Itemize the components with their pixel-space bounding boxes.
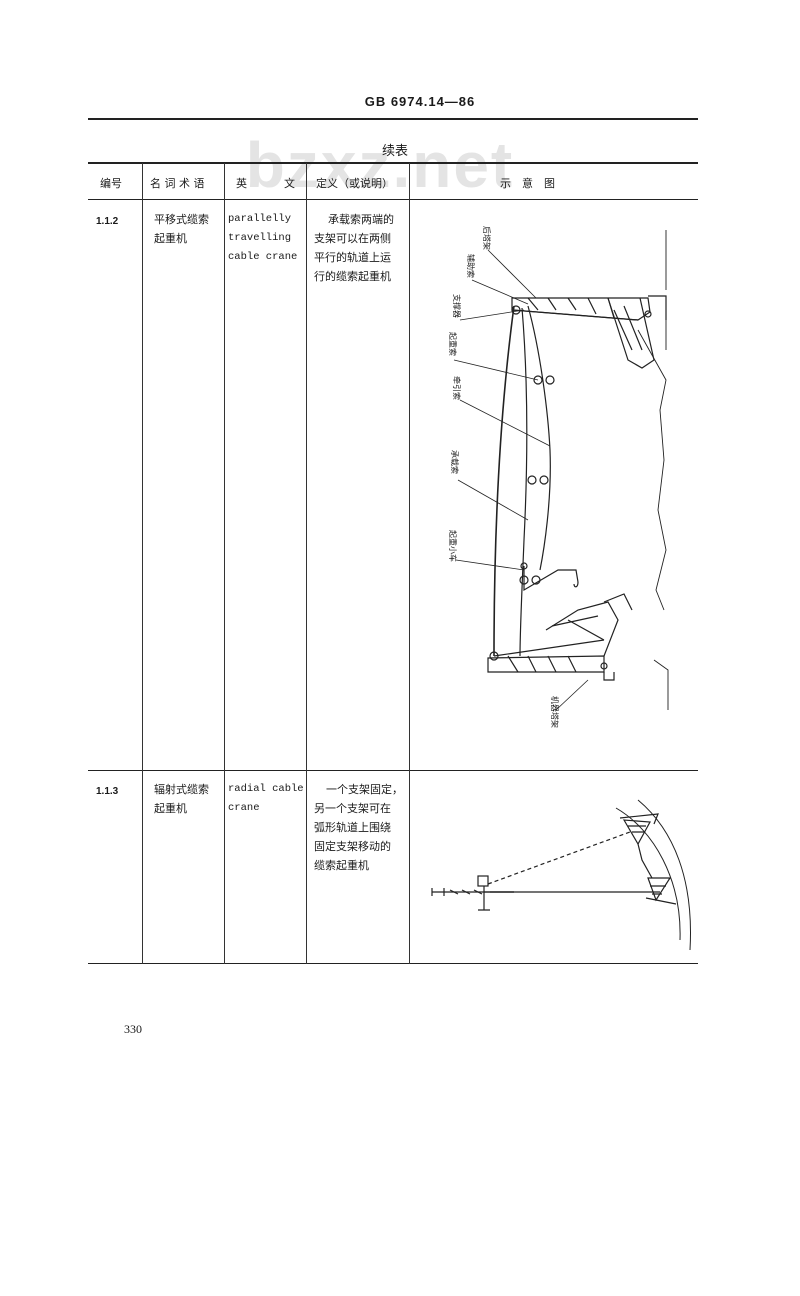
row-1-definition-line: 支架可以在两侧	[314, 232, 391, 245]
row-2-definition-line: 一个支架固定，	[326, 783, 403, 796]
row-2-definition-line: 另一个支架可在	[314, 802, 391, 815]
row-1-english-line: travelling	[228, 232, 292, 244]
row-2-term-line: 辐射式缆索	[154, 783, 209, 796]
radial-cable-crane-diagram	[431, 799, 691, 951]
label-trolley: 起重小车	[448, 530, 458, 562]
parallel-cable-crane-diagram: 后塔架 辅助索 支撑器 起重索 牵引索 承载索 起重小车 机器塔架	[448, 226, 669, 728]
row-2-definition-line: 固定支架移动的	[314, 840, 391, 853]
header-bottom-rule	[88, 199, 698, 200]
header-number: 编号	[100, 177, 122, 190]
label-carrier: 支撑器	[452, 294, 462, 318]
column-divider	[306, 163, 307, 964]
row-2-definition-line: 弧形轨道上围绕	[314, 821, 391, 834]
header-english-a: 英	[236, 177, 247, 190]
row-2-term-line: 起重机	[154, 802, 187, 815]
row-2-definition: 一个支架固定， 另一个支架可在 弧形轨道上围绕 固定支架移动的 缆索起重机	[314, 780, 408, 875]
label-aux-cable: 辅助索	[466, 254, 476, 278]
row-1-definition-line: 平行的轨道上运	[314, 251, 391, 264]
row-1-term: 平移式缆索 起重机	[154, 210, 209, 248]
continued-table-title: 续表	[381, 144, 408, 159]
watermark: bzxz.net	[245, 129, 515, 201]
top-rule	[88, 118, 698, 120]
table-top-rule	[88, 162, 698, 164]
header-definition: 定义（或说明）	[316, 177, 393, 190]
label-rear-tower: 后塔架	[482, 226, 492, 250]
page-number: 330	[124, 1022, 142, 1036]
column-divider	[224, 163, 225, 964]
row-2-english: radial cable crane	[228, 780, 304, 818]
column-divider	[409, 163, 410, 964]
label-hoist-cable: 起重索	[448, 332, 458, 356]
header-diagram: 示 意 图	[500, 177, 555, 190]
row-1-english-line: cable crane	[228, 251, 298, 263]
row-1-definition-line: 承载索两端的	[328, 213, 394, 226]
row-1-english: parallelly travelling cable crane	[228, 210, 297, 267]
row-1-term-line: 平移式缆索	[154, 213, 209, 226]
column-divider	[142, 163, 143, 964]
row-2-definition-line: 缆索起重机	[314, 859, 369, 872]
row-divider	[88, 770, 698, 771]
row-2-term: 辐射式缆索 起重机	[154, 780, 209, 818]
label-head-tower: 机器塔架	[550, 696, 560, 728]
label-track-cable: 承载索	[450, 450, 460, 474]
row-2-english-line: crane	[228, 802, 260, 814]
standard-code: GB 6974.14—86	[364, 94, 476, 109]
table-bottom-rule	[88, 963, 698, 964]
label-traction-cable: 牵引索	[452, 376, 462, 400]
row-1-number: 1.1.2	[96, 216, 119, 227]
header-english-b: 文	[284, 177, 295, 190]
header-term: 名 词 术 语	[150, 177, 205, 190]
row-1-english-line: parallelly	[228, 213, 292, 225]
row-1-definition: 承载索两端的 支架可以在两侧 平行的轨道上运 行的缆索起重机	[314, 210, 406, 286]
row-1-term-line: 起重机	[154, 232, 187, 245]
row-2-number: 1.1.3	[96, 786, 119, 797]
row-2-english-line: radial cable	[228, 783, 304, 795]
row-1-definition-line: 行的缆索起重机	[314, 270, 391, 283]
